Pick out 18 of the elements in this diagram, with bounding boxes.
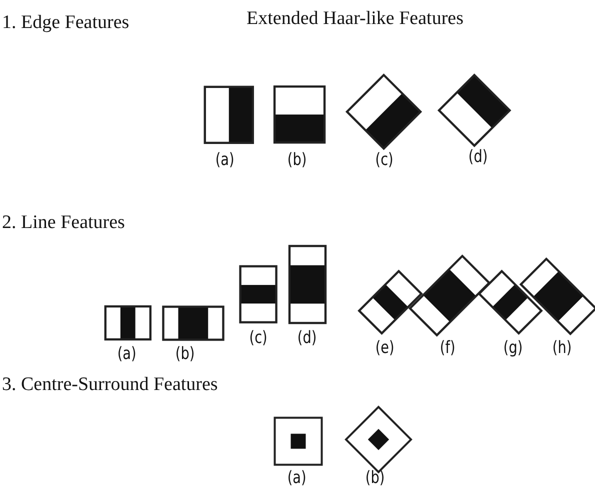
feature-caption: (f)	[439, 338, 455, 358]
feature-caption: (a)	[117, 344, 136, 364]
feature-caption: (a)	[287, 468, 306, 488]
figure-title: Extended Haar-like Features	[246, 8, 464, 30]
feature-caption: (a)	[215, 150, 234, 170]
feature-caption: (g)	[503, 338, 523, 358]
feature-caption: (h)	[552, 338, 572, 358]
section-heading: 2. Line Features	[2, 212, 125, 234]
feature-caption: (b)	[287, 150, 307, 170]
section-heading: 1. Edge Features	[2, 12, 130, 34]
feature-caption: (c)	[248, 328, 267, 348]
feature-caption: (d)	[468, 147, 488, 167]
feature-caption: (b)	[175, 344, 195, 364]
section-heading: 3. Centre-Surround Features	[2, 374, 218, 396]
feature-caption: (d)	[297, 328, 317, 348]
feature-caption: (e)	[375, 338, 394, 358]
feature-caption: (b)	[365, 468, 385, 488]
feature-caption: (c)	[374, 150, 393, 170]
